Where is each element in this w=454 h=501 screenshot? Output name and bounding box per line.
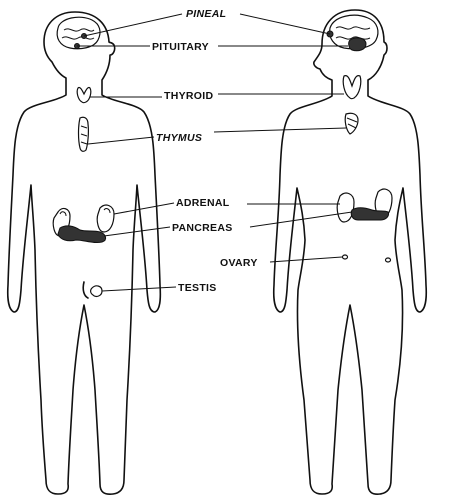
leader-lines bbox=[77, 14, 352, 291]
labels: PINEAL PITUITARY THYROID THYMUS ADRENAL … bbox=[152, 8, 258, 294]
testis-leader bbox=[102, 287, 176, 291]
male-figure bbox=[8, 12, 161, 494]
female-thyroid bbox=[343, 76, 361, 99]
female-left-adrenal bbox=[337, 193, 354, 222]
male-body-outline bbox=[8, 12, 161, 494]
label-thyroid: THYROID bbox=[164, 90, 213, 102]
pineal-leader-right bbox=[240, 14, 330, 34]
pancreas-leader-right bbox=[250, 212, 352, 227]
male-thymus bbox=[79, 117, 89, 151]
female-left-ovary bbox=[343, 255, 348, 259]
female-right-ovary bbox=[386, 258, 391, 262]
male-testis bbox=[91, 286, 102, 297]
female-pituitary-gland bbox=[349, 38, 366, 51]
label-pituitary: PITUITARY bbox=[152, 41, 209, 53]
label-pancreas: PANCREAS bbox=[172, 222, 233, 234]
thymus-leader-left bbox=[88, 137, 154, 144]
label-pineal: PINEAL bbox=[186, 8, 226, 20]
adrenal-leader-left bbox=[114, 203, 174, 214]
female-thymus bbox=[345, 113, 358, 134]
thymus-leader-right bbox=[214, 128, 346, 132]
male-thyroid bbox=[77, 87, 91, 102]
label-ovary: OVARY bbox=[220, 257, 258, 269]
ovary-leader bbox=[270, 257, 342, 262]
pancreas-leader-left bbox=[104, 227, 170, 236]
pineal-leader-left bbox=[84, 14, 182, 36]
label-adrenal: ADRENAL bbox=[176, 197, 230, 209]
label-testis: TESTIS bbox=[178, 282, 217, 294]
label-thymus: THYMUS bbox=[156, 132, 202, 144]
female-figure bbox=[274, 10, 427, 494]
male-penis bbox=[83, 282, 88, 298]
